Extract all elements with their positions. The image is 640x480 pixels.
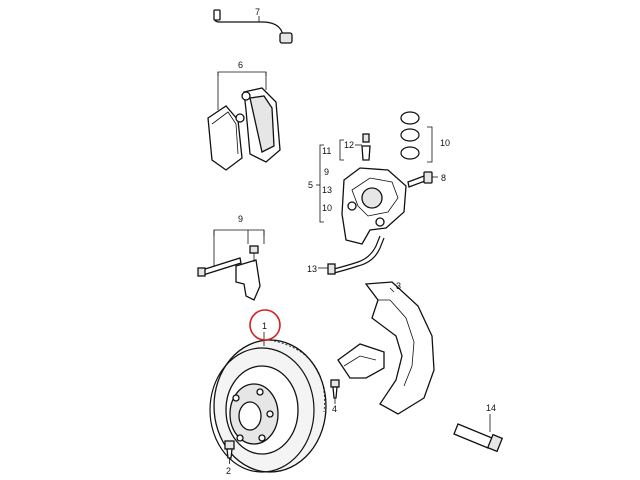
label-6: 6	[238, 60, 243, 70]
part-4-screw	[330, 379, 340, 404]
label-3: 3	[396, 281, 401, 291]
part-12-bleeder	[339, 133, 371, 161]
label-8: 8	[441, 173, 446, 183]
label-10-rings: 10	[440, 138, 450, 148]
part-3-splash-shield	[337, 281, 435, 415]
bracket-group-5	[316, 144, 324, 223]
part-7-wear-sensor	[213, 9, 293, 44]
label-5: 5	[308, 180, 313, 190]
highlight-circle-part-1	[249, 309, 281, 341]
label-13-group: 13	[322, 185, 332, 195]
label-10-group: 10	[322, 203, 332, 213]
part-8-bolt	[407, 171, 438, 188]
label-1: 1	[262, 321, 267, 331]
brake-caliper	[341, 167, 407, 245]
part-14-grease-tube	[453, 414, 504, 453]
label-14: 14	[486, 403, 496, 413]
part-9-pins-clip	[197, 229, 265, 301]
label-7: 7	[255, 7, 260, 17]
part-10-seal-rings	[400, 111, 433, 163]
part-13-brake-line	[318, 235, 385, 275]
label-13-line: 13	[307, 264, 317, 274]
label-9-pins: 9	[238, 214, 243, 224]
part-2-bolt	[224, 440, 235, 464]
label-2: 2	[226, 466, 231, 476]
part-1-brake-disc	[209, 339, 327, 473]
label-9-group: 9	[324, 167, 329, 177]
label-12: 12	[344, 140, 354, 150]
label-11: 11	[322, 146, 331, 156]
label-4: 4	[332, 404, 337, 414]
part-6-brake-pads	[207, 71, 281, 171]
